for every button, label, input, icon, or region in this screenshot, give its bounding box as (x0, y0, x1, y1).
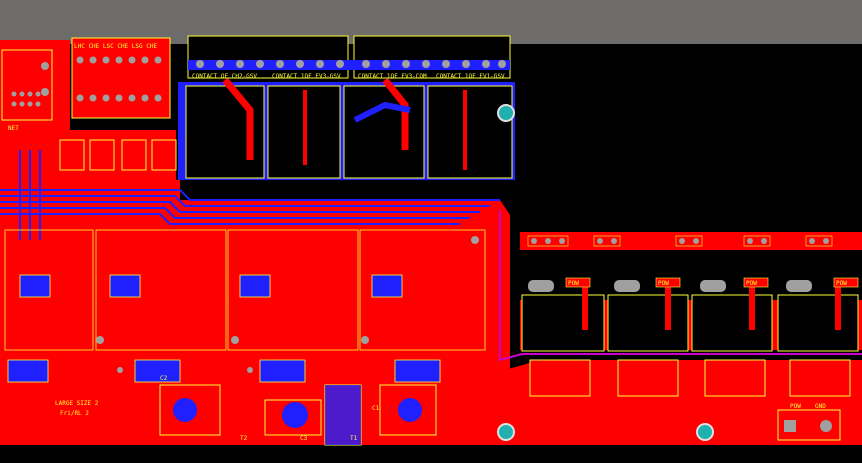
bottom-label-c1: C1 (372, 405, 380, 412)
right-pow-label-4: POW (836, 280, 847, 287)
relay-block-4 (427, 85, 513, 179)
signal-bus (0, 150, 500, 240)
channel-blocks (4, 229, 486, 351)
right-relay-traces (582, 280, 841, 330)
terminal-strip (188, 60, 510, 70)
magenta-trace (499, 210, 862, 362)
board-text-2: Fri/RL 2 (60, 410, 89, 417)
channel-vias (96, 236, 479, 373)
driver-ics (59, 139, 177, 171)
power-connector-pow: POW (790, 403, 801, 410)
right-relays (521, 294, 859, 352)
bottom-label-t1: T1 (350, 435, 358, 442)
terminal-label-3: CONTACT 1OF EV3-COM (358, 73, 427, 80)
right-output-blocks (529, 359, 851, 397)
bottom-label-c3: C3 (300, 435, 308, 442)
relay-trace (382, 77, 409, 150)
power-connector-gnd: GND (815, 403, 826, 410)
relay-trace (353, 101, 411, 123)
bottom-label-t2: T2 (240, 435, 248, 442)
right-pad-holes (531, 238, 829, 244)
power-connector-pads (784, 420, 832, 432)
bottom-label-c2: C2 (160, 375, 168, 382)
terminal-block-left (187, 35, 349, 79)
right-pow-labels-bg (565, 277, 859, 288)
board-text-1: LARGE SIZE 2 (55, 400, 99, 407)
terminal-block-right (353, 35, 511, 79)
right-pot-pads (528, 280, 812, 292)
terminal-pads (196, 60, 506, 68)
header-pads (76, 56, 162, 102)
terminal-label-2: CONTACT 1OF EV3-GSV (272, 73, 341, 80)
terminal-label-1: CONTACT OF CH2-GSV (192, 73, 257, 80)
net-connector-label: NET (8, 125, 19, 132)
mounting-holes (497, 104, 714, 441)
header-connector-label: LHC CHE LSC CHE LSG CHE (74, 43, 157, 50)
right-pow-label-3: POW (746, 280, 757, 287)
relay-block-3 (343, 85, 425, 179)
copper-pour-left (0, 40, 510, 445)
channel-ics (7, 274, 441, 383)
header-connector (71, 37, 171, 119)
net-connector-pads (11, 62, 49, 107)
relay-trace (222, 77, 254, 160)
terminal-label-4: CONTACT 1OF EV1-GSV (436, 73, 505, 80)
right-pow-label-1: POW (568, 280, 579, 287)
right-pow-label-2: POW (658, 280, 669, 287)
net-connector (1, 49, 53, 121)
power-caps (173, 385, 422, 445)
